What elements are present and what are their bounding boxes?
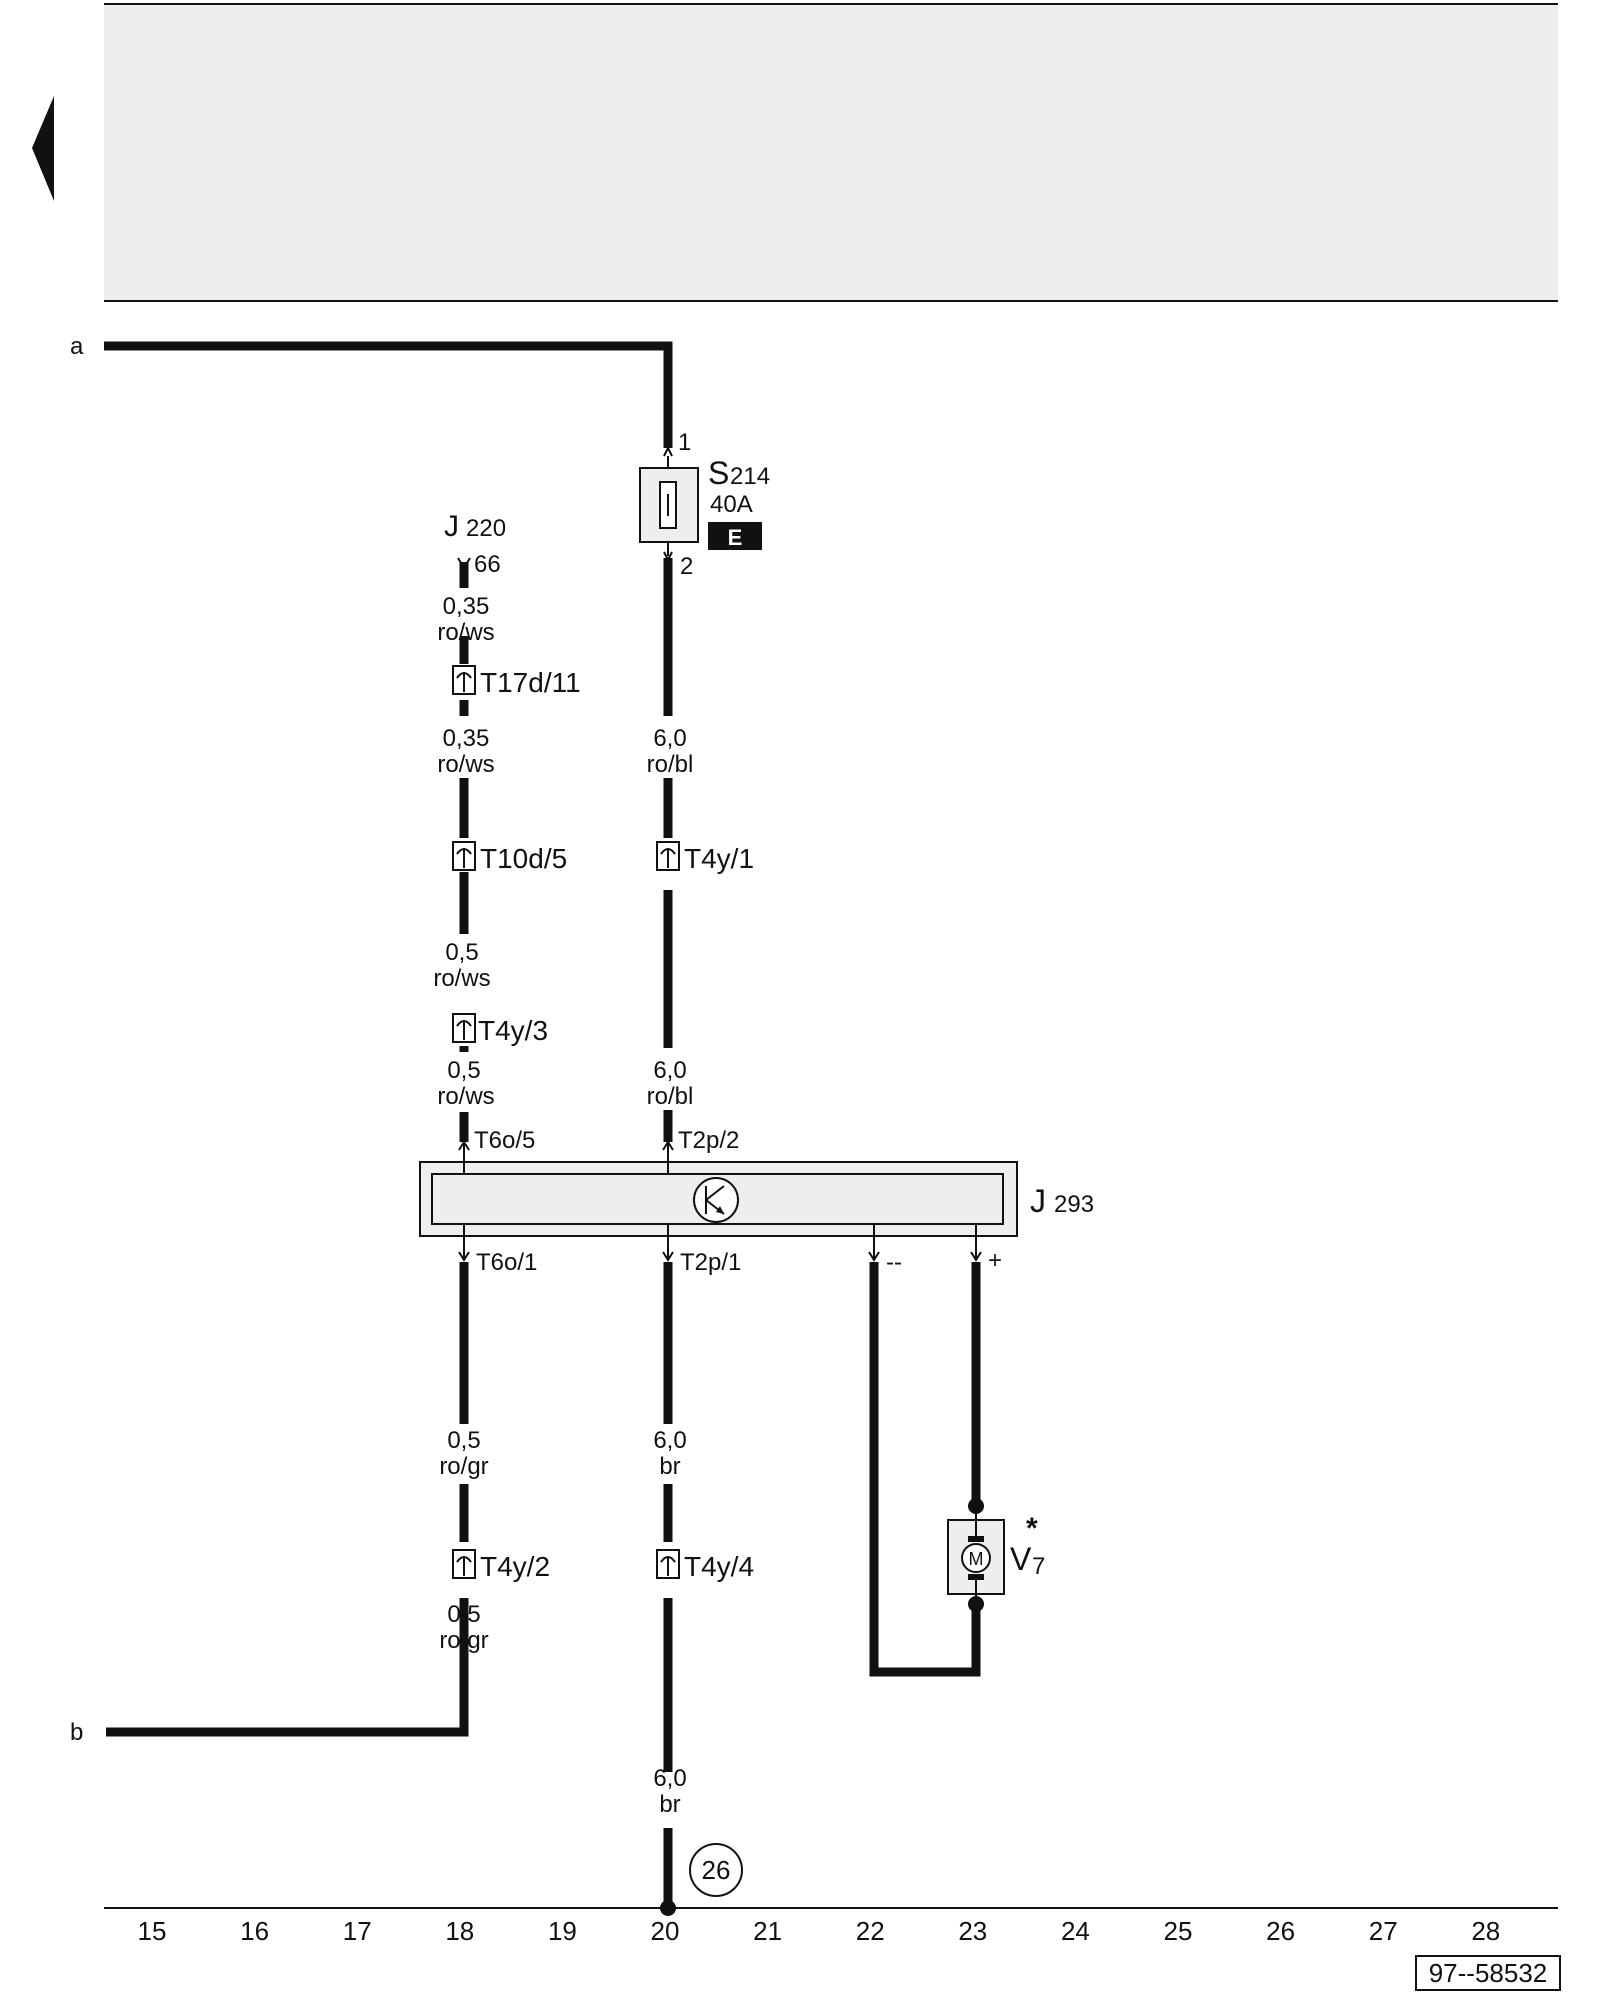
pin-t2p2-arrow [662, 1140, 674, 1151]
grid-number: 16 [240, 1916, 269, 1946]
pin-t2p2-label: T2p/2 [678, 1127, 739, 1154]
pin-t6o5-label: T6o/5 [474, 1127, 535, 1154]
connector-c1-label: T17d/11 [480, 667, 581, 698]
ground-ref-number: 26 [702, 1855, 731, 1885]
module-j293[interactable] [419, 1161, 1018, 1237]
endpoint-b-label: b [70, 1719, 83, 1746]
motor-note: * [1026, 1512, 1038, 1545]
connector-t4y-4[interactable] [656, 1549, 680, 1579]
wire-w5-color: ro/bl [647, 751, 694, 778]
ground-ref-circle[interactable] [689, 1843, 743, 1897]
j220-sub: 220 [466, 515, 506, 542]
wire-w2-color: ro/ws [437, 751, 494, 778]
wire-w3-color: ro/ws [433, 965, 490, 992]
endpoint-a-label: a [70, 333, 84, 360]
grid-number: 17 [343, 1916, 372, 1946]
fuse-rating: 40A [710, 491, 753, 518]
connector-c3-label: T4y/3 [478, 1015, 548, 1046]
pin-minus-label: -- [886, 1249, 902, 1276]
connector-t17d-11[interactable] [452, 665, 476, 695]
connector-t4y-2[interactable] [452, 1549, 476, 1579]
pin-minus-arrow [868, 1251, 880, 1262]
wire-w9-color: br [659, 1453, 680, 1480]
wire-w4-color: ro/ws [437, 1083, 494, 1110]
connector-t4y-3[interactable] [452, 1013, 476, 1043]
grid-number: 21 [753, 1916, 782, 1946]
pin-t6o1-arrow [458, 1251, 470, 1262]
fuse-pin-in: 1 [678, 429, 691, 456]
connector-t10d-5[interactable] [452, 841, 476, 871]
wire-a-to-fuse [104, 341, 673, 448]
fuse-badge: E [728, 525, 743, 550]
wire-w2-size: 0,35 [443, 725, 490, 752]
doc-ref: 97--58532 [1429, 1958, 1548, 1988]
wire-w1-color: ro/ws [437, 619, 494, 646]
fuse-badge-box [708, 522, 762, 550]
pin-t2p1-arrow [662, 1251, 674, 1262]
connector-c5-label: T4y/2 [480, 1551, 550, 1582]
connector-c2-label: T10d/5 [480, 843, 567, 874]
triangle-left-icon[interactable] [32, 96, 54, 201]
motor-id: V [1010, 1541, 1032, 1577]
wire-w9-size: 6,0 [653, 1427, 686, 1454]
pin-t6o1-label: T6o/1 [476, 1249, 537, 1276]
header-panel [104, 4, 1558, 301]
fuse-id-sub: 214 [730, 463, 770, 490]
grid-number: 18 [445, 1916, 474, 1946]
wire-w10-color: br [659, 1791, 680, 1818]
grid-number: 27 [1369, 1916, 1398, 1946]
grid-number: 22 [856, 1916, 885, 1946]
fuse-pin-out: 2 [680, 553, 693, 580]
wire-w4-size: 0,5 [447, 1057, 480, 1084]
wire-w3-size: 0,5 [445, 939, 478, 966]
wire-w8-size: 0,5 [447, 1601, 480, 1628]
grid-numbers: 15 16 17 18 19 20 21 22 23 24 25 26 27 28 [138, 1916, 1501, 1946]
wire-w1-size: 0,35 [443, 593, 490, 620]
wire-w10-size: 6,0 [653, 1765, 686, 1792]
j220-pin-arrow [457, 557, 471, 570]
grid-number: 24 [1061, 1916, 1090, 1946]
pin-plus-label: + [988, 1247, 1002, 1274]
wire-w7-color: ro/gr [439, 1453, 488, 1480]
motor-symbol: M [969, 1549, 984, 1569]
fuse-id: S [708, 455, 729, 491]
grid-number: 25 [1164, 1916, 1193, 1946]
wire-w8-color: ro/gr [439, 1627, 488, 1654]
pin-t2p1-label: T2p/1 [680, 1249, 741, 1276]
grid-number: 23 [958, 1916, 987, 1946]
grid-number: 26 [1266, 1916, 1295, 1946]
wire-ro-gr-to-b [106, 1598, 469, 1737]
pin-plus-arrow [970, 1251, 982, 1262]
j220-id: J [444, 510, 459, 543]
motor-v7[interactable] [947, 1506, 1005, 1604]
grid-number: 20 [651, 1916, 680, 1946]
connector-c6-label: T4y/4 [684, 1551, 754, 1582]
pin-t6o5-arrow [458, 1140, 470, 1151]
connector-c4-label: T4y/1 [684, 843, 754, 874]
grid-number: 19 [548, 1916, 577, 1946]
fuse-s214[interactable] [639, 445, 699, 563]
doc-ref-box [1415, 1955, 1561, 1991]
module-id: J [1030, 1183, 1046, 1219]
connector-t4y-1[interactable] [656, 841, 680, 871]
wire-motor-minus [869, 1262, 981, 1677]
wire-w5-size: 6,0 [653, 725, 686, 752]
wire-w6-color: ro/bl [647, 1083, 694, 1110]
grid-number: 28 [1471, 1916, 1500, 1946]
wire-w6-size: 6,0 [653, 1057, 686, 1084]
module-id-sub: 293 [1054, 1191, 1094, 1218]
wire-w7-size: 0,5 [447, 1427, 480, 1454]
motor-id-sub: 7 [1032, 1553, 1045, 1580]
grid-number: 15 [138, 1916, 167, 1946]
j220-pin: 66 [474, 551, 501, 578]
